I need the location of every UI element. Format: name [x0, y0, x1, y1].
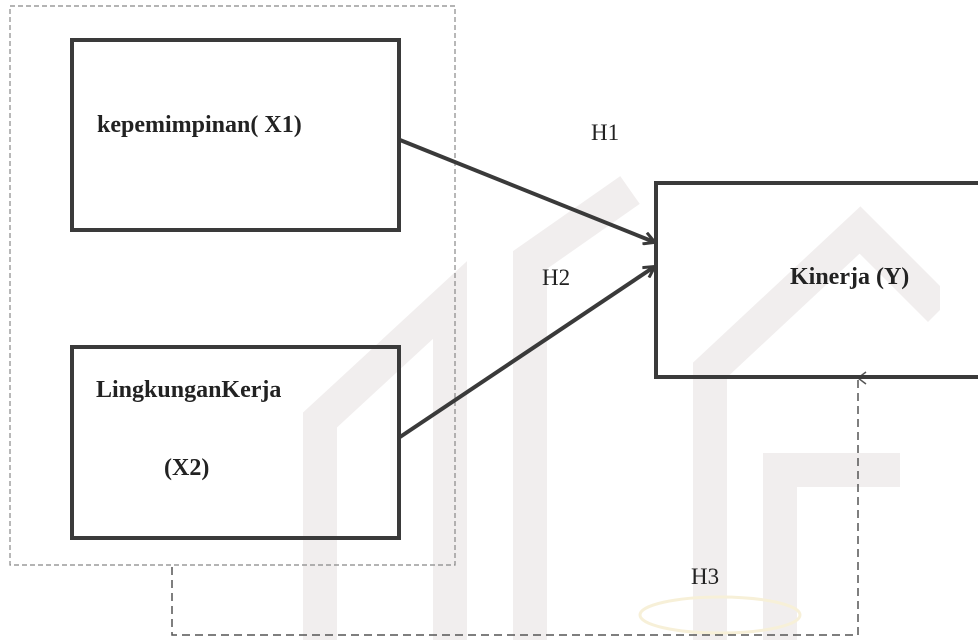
- x2-label-line2: (X2): [164, 455, 210, 481]
- variable-box-y: [654, 181, 978, 379]
- watermark-logo: [303, 176, 940, 640]
- hypothesis-label-h2: H2: [542, 265, 571, 290]
- independent-variables-group: [9, 5, 456, 566]
- arrow-h3: [171, 371, 867, 636]
- hypothesis-label-h3: H3: [691, 564, 720, 589]
- hypothesis-label-h1: H1: [591, 120, 620, 145]
- arrow-h2: [398, 267, 654, 439]
- x2-label-line1: LingkunganKerja: [96, 377, 282, 403]
- variable-box-x2: [70, 345, 401, 540]
- arrow-h1: [399, 138, 654, 242]
- y-label: Kinerja (Y): [790, 264, 910, 290]
- x1-label: kepemimpinan( X1): [97, 112, 302, 138]
- variable-box-x1: [70, 38, 401, 232]
